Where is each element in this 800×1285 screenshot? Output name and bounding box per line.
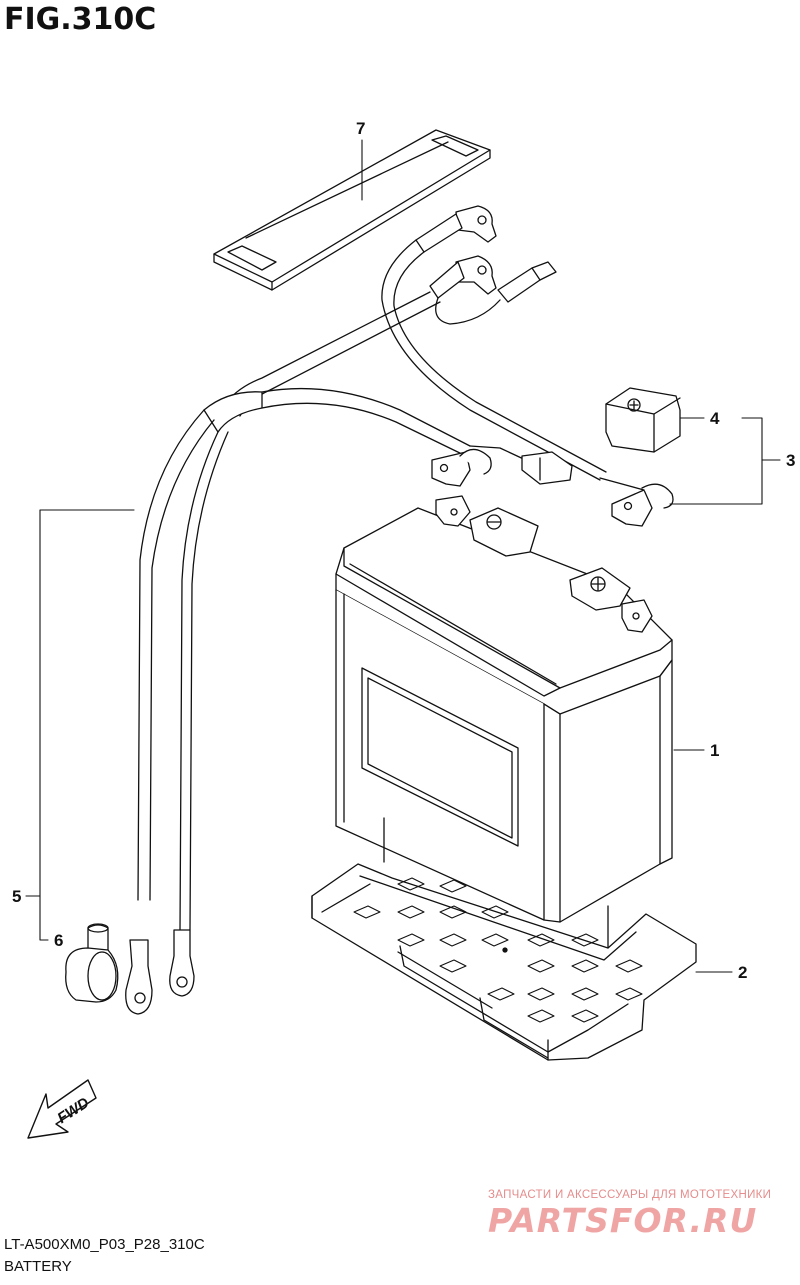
battery-cable-harness xyxy=(125,205,607,1015)
callout-1: 1 xyxy=(710,741,719,760)
negative-terminal-bracket xyxy=(431,445,573,487)
figure-code: LT-A500XM0_P03_P28_310C xyxy=(4,1236,205,1253)
battery-band xyxy=(213,129,491,291)
positive-terminal-bracket xyxy=(599,477,674,527)
terminal-cover xyxy=(605,387,681,453)
callout-6: 6 xyxy=(54,931,63,950)
callout-3: 3 xyxy=(786,451,795,470)
callout-7: 7 xyxy=(356,119,365,138)
callout-4: 4 xyxy=(710,409,720,428)
figure-caption: BATTERY xyxy=(4,1258,72,1275)
callout-5: 5 xyxy=(12,887,21,906)
leader-lines xyxy=(25,139,781,973)
cable-boot xyxy=(65,923,119,1003)
battery-tray xyxy=(311,817,697,1061)
fwd-arrow-icon: FWD xyxy=(27,1079,97,1139)
watermark-logo: PARTSFOR.RU xyxy=(488,1201,758,1240)
figure-title: FIG.310C xyxy=(4,2,157,37)
callout-labels: 1 2 3 4 5 6 7 xyxy=(12,119,795,982)
battery xyxy=(335,495,673,923)
callout-2: 2 xyxy=(738,963,747,982)
watermark-tagline: ЗАПЧАСТИ И АКСЕССУАРЫ ДЛЯ МОТОТЕХНИКИ xyxy=(488,1189,772,1201)
